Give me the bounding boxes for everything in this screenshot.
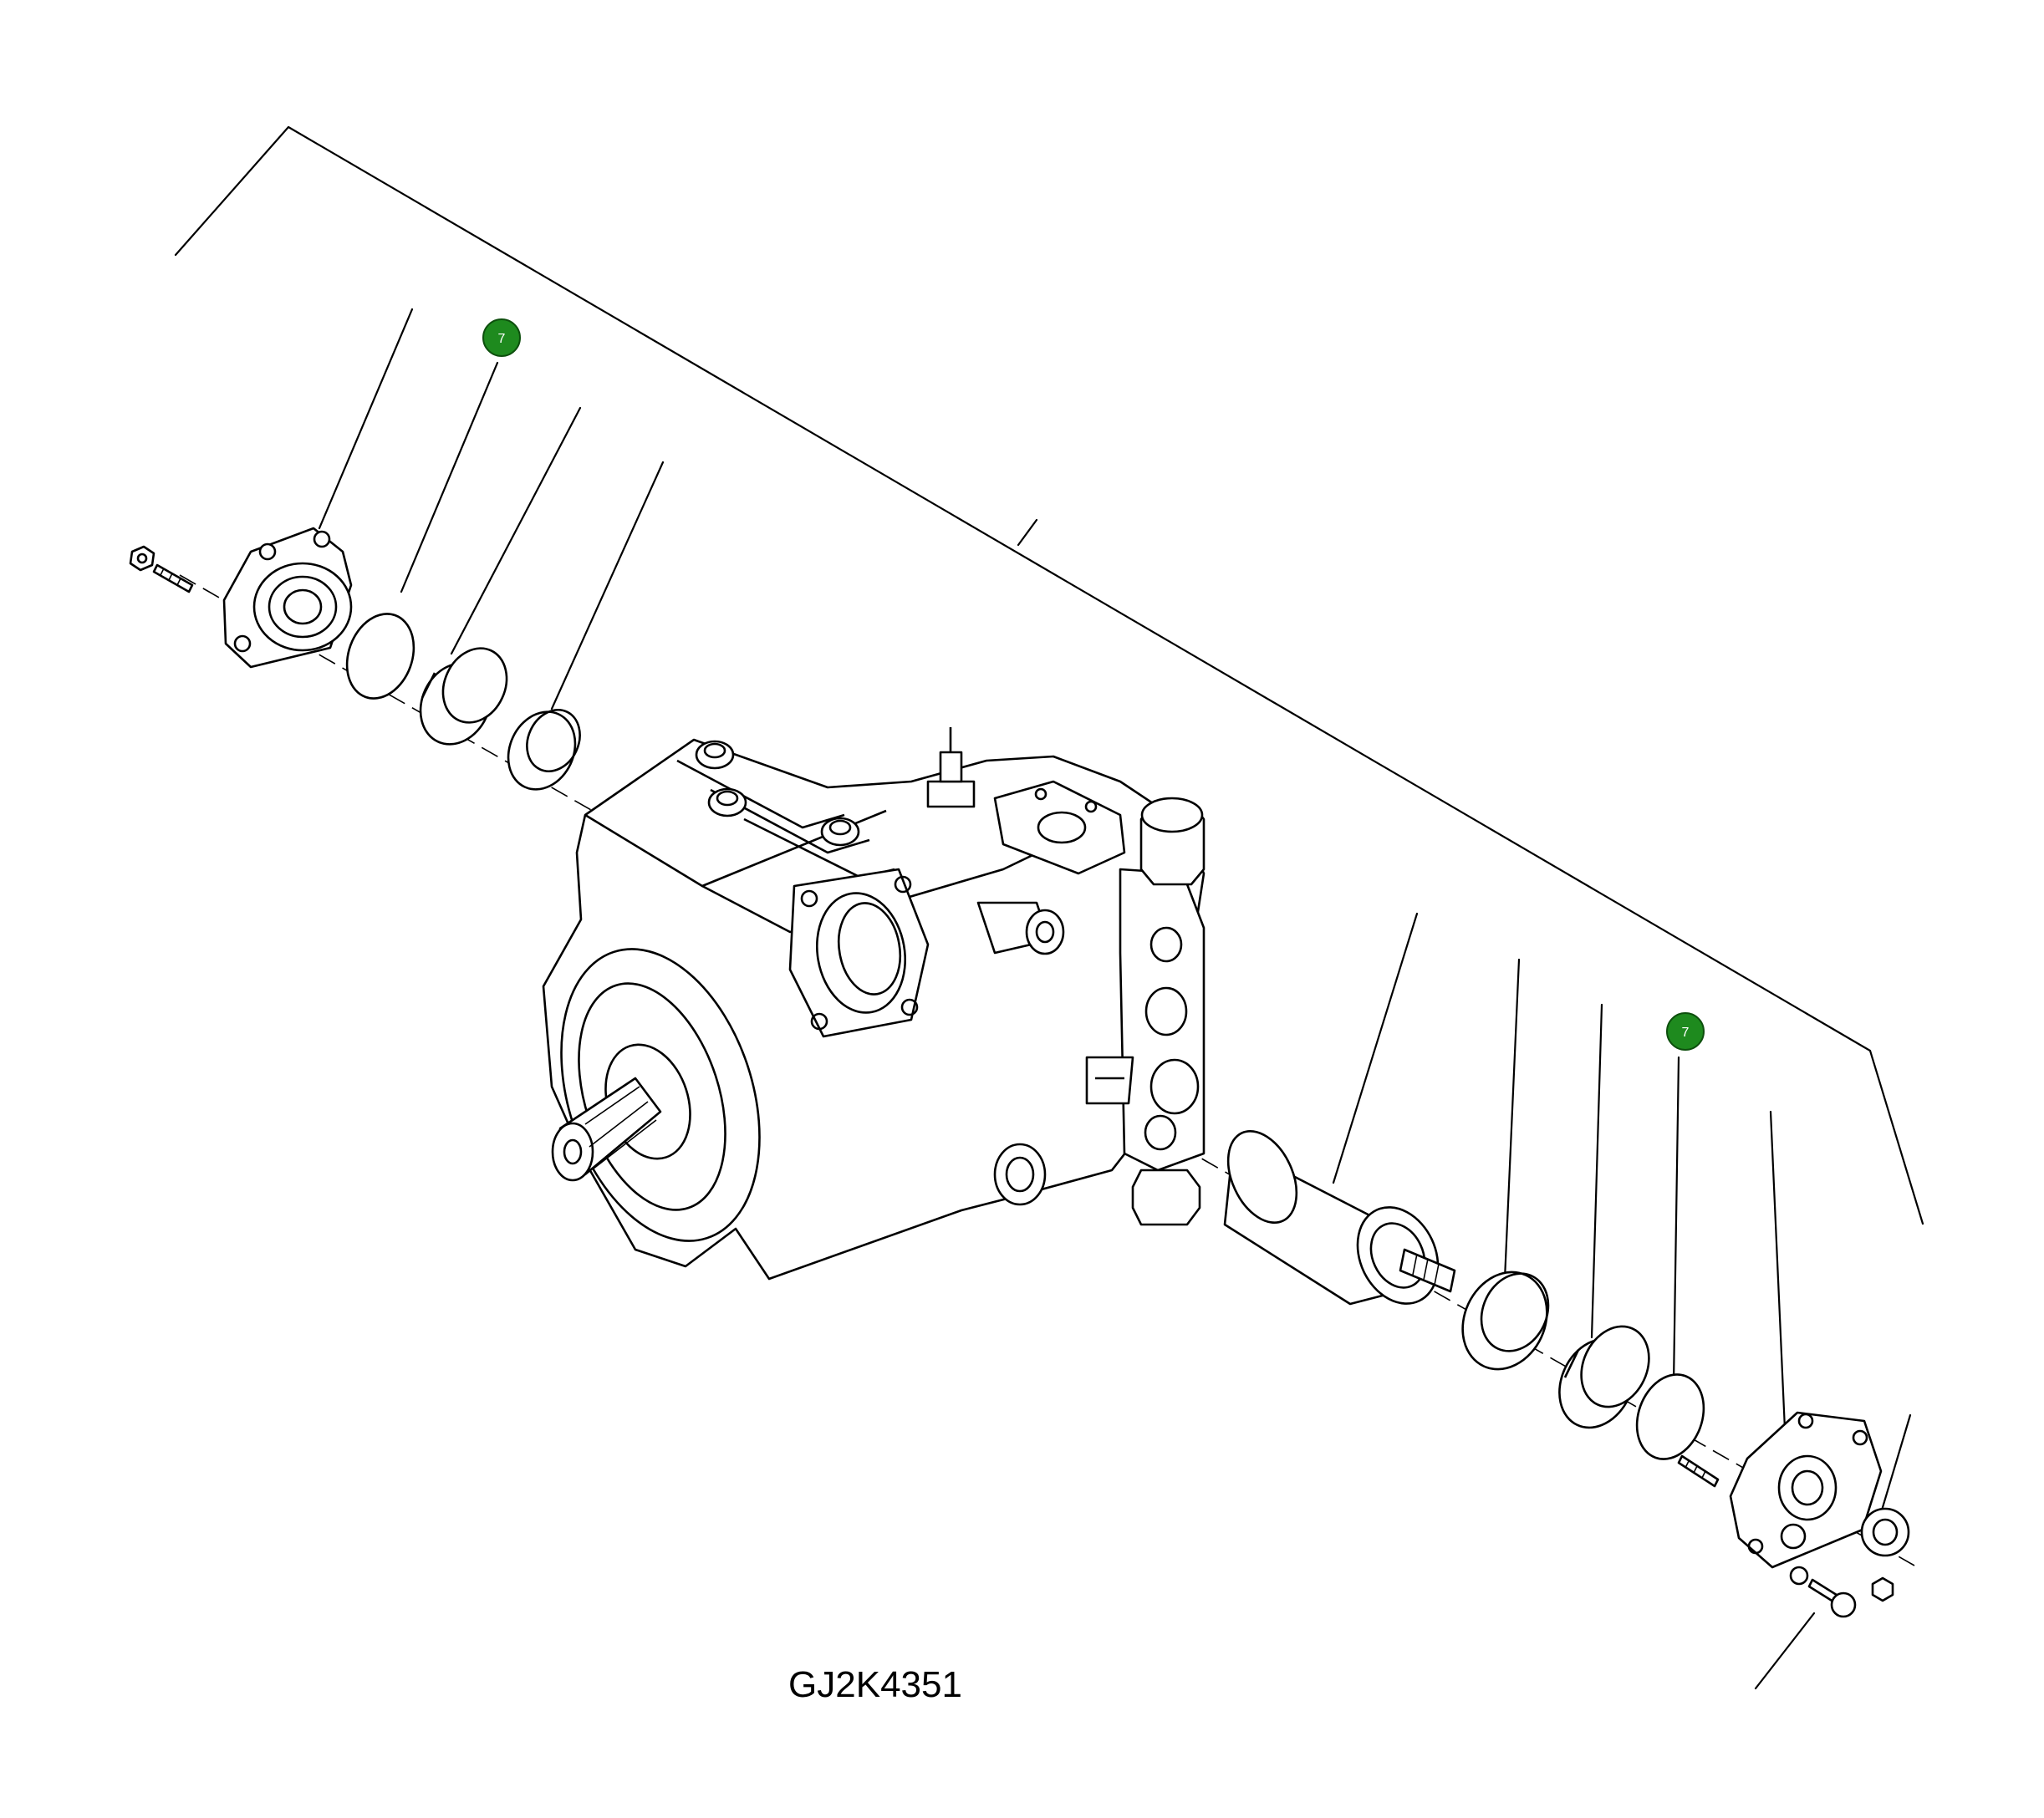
right-split-bushing — [1558, 1325, 1650, 1429]
left-shim-disc — [345, 613, 415, 700]
callout-text-lower: 7 — [1682, 1026, 1690, 1040]
left-bolt — [129, 545, 194, 593]
left-seal-ring — [507, 709, 581, 791]
leader-lines — [318, 308, 1912, 1690]
right-stud — [1677, 1454, 1720, 1488]
group-bracket — [174, 125, 1924, 1225]
right-shim-disc — [1635, 1373, 1705, 1460]
callout-marker-lower: 7 — [1666, 1012, 1705, 1051]
figure-label: GJ2K4351 — [788, 1664, 962, 1705]
right-nut — [1860, 1507, 1910, 1557]
left-split-bushing — [419, 647, 508, 746]
left-flange-cover — [222, 527, 353, 669]
callout-badge-upper — [482, 318, 521, 357]
right-flange-cover — [1729, 1411, 1883, 1569]
callout-badge-lower — [1666, 1012, 1705, 1051]
right-seal-ring — [1461, 1271, 1550, 1371]
right-washer-screw — [1789, 1566, 1857, 1618]
right-cylinder — [1223, 1129, 1456, 1306]
callout-marker-upper: 7 — [482, 318, 521, 357]
right-small-nut — [1871, 1576, 1894, 1602]
callout-text-upper: 7 — [498, 332, 506, 346]
pump-body — [542, 727, 1206, 1281]
